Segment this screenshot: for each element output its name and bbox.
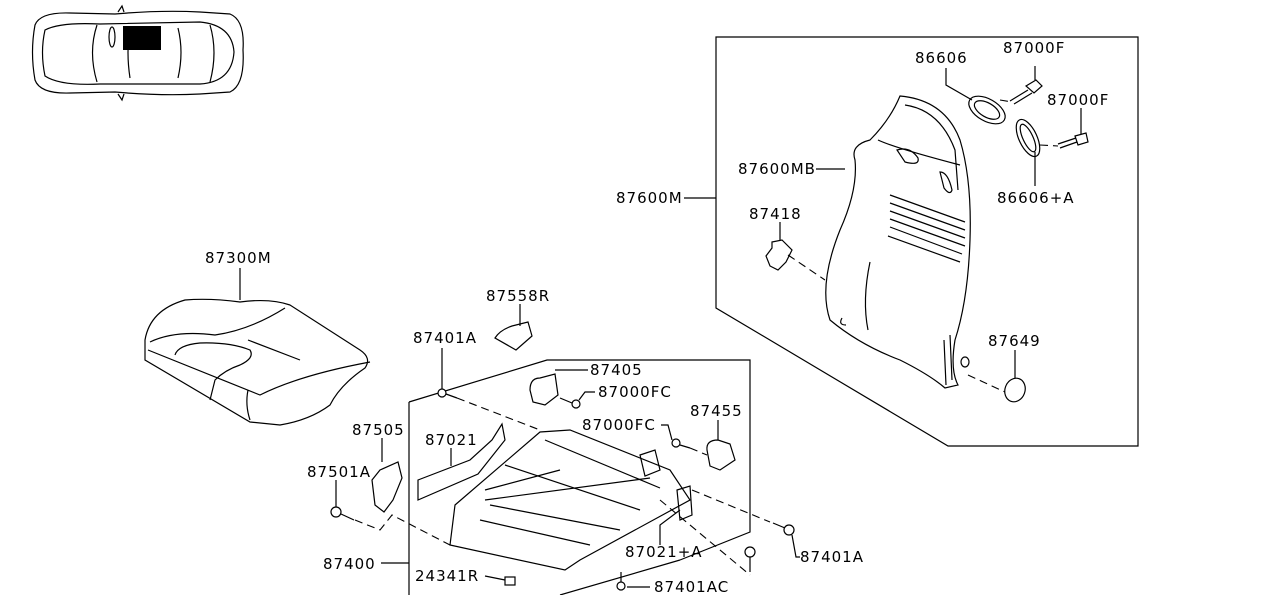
label-87405[interactable]: 87405 bbox=[590, 361, 643, 379]
part-87021 bbox=[417, 422, 506, 501]
label-87400[interactable]: 87400 bbox=[323, 555, 376, 573]
label-87021-a[interactable]: 87021+A bbox=[625, 543, 703, 561]
label-87021[interactable]: 87021 bbox=[425, 431, 478, 449]
part-86606-a bbox=[1015, 118, 1041, 158]
bolt-87401A-right bbox=[772, 522, 795, 536]
label-87401A-top[interactable]: 87401A bbox=[413, 329, 477, 347]
bolt-lower bbox=[744, 546, 756, 572]
label-86606[interactable]: 86606 bbox=[915, 49, 968, 67]
label-87505[interactable]: 87505 bbox=[352, 421, 405, 439]
label-86606-a[interactable]: 86606+A bbox=[997, 189, 1075, 207]
car-top-view-icon bbox=[31, 4, 244, 102]
bolt-87000FC-1 bbox=[559, 397, 581, 409]
part-87558R bbox=[494, 321, 533, 351]
label-87558R[interactable]: 87558R bbox=[486, 287, 551, 305]
part-24341R bbox=[504, 576, 516, 586]
bolt-87401A-top bbox=[437, 388, 458, 399]
label-87600M[interactable]: 87600M bbox=[616, 189, 683, 207]
label-87401AC[interactable]: 87401AC bbox=[654, 578, 730, 596]
label-87000F-2[interactable]: 87000F bbox=[1047, 91, 1110, 109]
label-87649[interactable]: 87649 bbox=[988, 332, 1041, 350]
part-86606 bbox=[968, 95, 1006, 125]
label-87501A[interactable]: 87501A bbox=[307, 463, 371, 481]
bolt-87000F-2 bbox=[1057, 132, 1089, 149]
part-87405 bbox=[529, 373, 559, 406]
seat-frame-group-frame bbox=[408, 359, 751, 561]
seat-back-group-frame bbox=[715, 36, 1139, 447]
bolt-87501A bbox=[330, 506, 355, 521]
seat-back-part bbox=[825, 95, 971, 389]
bolt-87401AC bbox=[616, 572, 626, 591]
seat-cushion-part bbox=[144, 298, 371, 426]
part-87505 bbox=[371, 461, 403, 513]
label-87401A-right[interactable]: 87401A bbox=[800, 548, 864, 566]
part-87649 bbox=[1004, 377, 1026, 403]
label-87418[interactable]: 87418 bbox=[749, 205, 802, 223]
label-87600MB[interactable]: 87600MB bbox=[738, 160, 816, 178]
bolt-87000F-1 bbox=[1009, 79, 1043, 105]
label-87000FC-2[interactable]: 87000FC bbox=[582, 416, 656, 434]
part-87418 bbox=[765, 239, 793, 271]
seat-frame-part bbox=[449, 429, 693, 571]
label-24341R[interactable]: 24341R bbox=[415, 567, 480, 585]
label-87455[interactable]: 87455 bbox=[690, 402, 743, 420]
label-87000F-1[interactable]: 87000F bbox=[1003, 39, 1066, 57]
part-87455 bbox=[706, 439, 736, 471]
locator-highlight bbox=[123, 26, 161, 50]
label-87000FC-1[interactable]: 87000FC bbox=[598, 383, 672, 401]
label-87300M[interactable]: 87300M bbox=[205, 249, 272, 267]
bolt-87000FC-2 bbox=[671, 438, 691, 449]
